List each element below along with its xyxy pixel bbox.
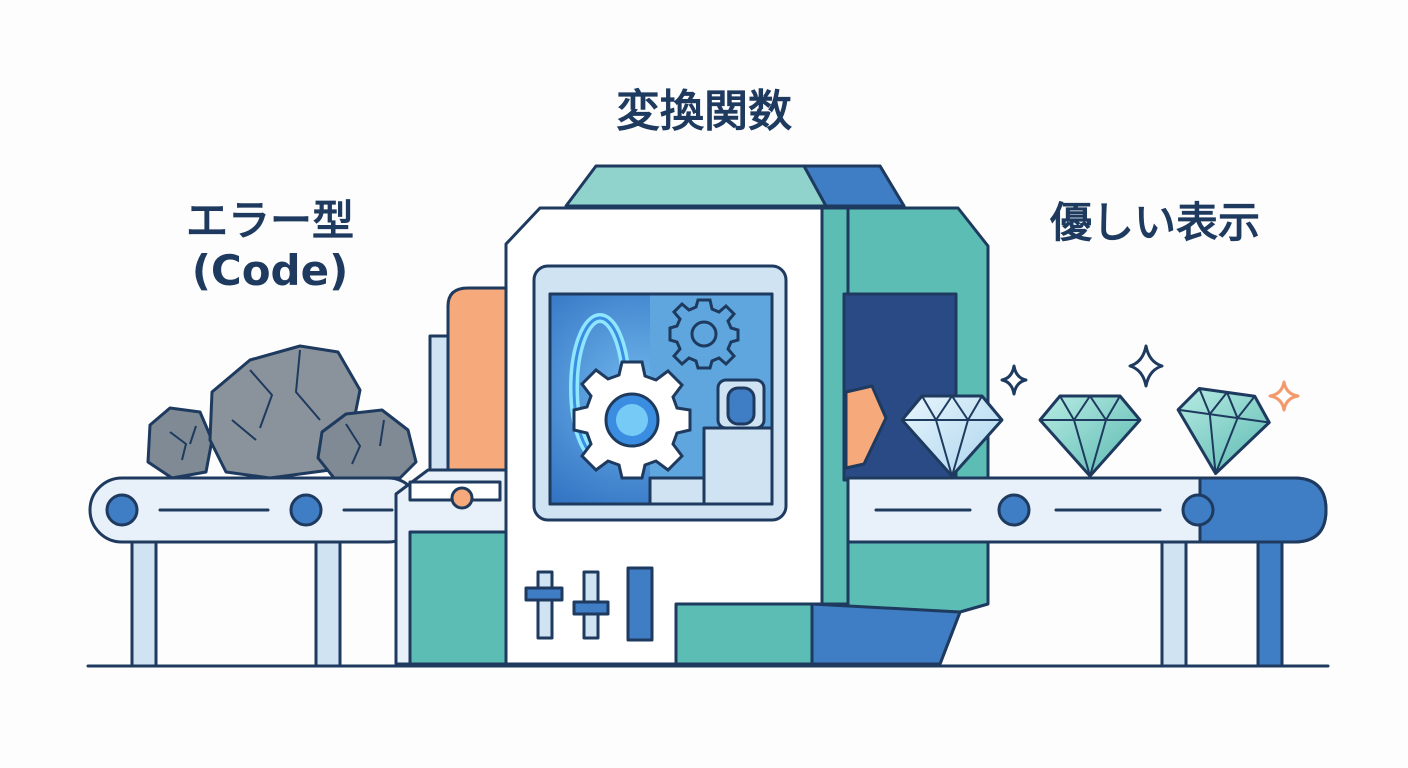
friendly-display-label: 優しい表示 bbox=[1049, 198, 1260, 247]
transform-function-title: 変換関数 bbox=[616, 86, 792, 137]
rock-icon bbox=[146, 406, 214, 480]
sparkle-icon bbox=[1128, 344, 1164, 388]
sparkle-icon bbox=[1268, 380, 1300, 412]
input-conveyor bbox=[88, 476, 422, 668]
gear-icon bbox=[668, 298, 740, 370]
diamond-icon bbox=[900, 394, 1004, 478]
diamond-icon bbox=[1038, 394, 1142, 478]
rock-icon bbox=[316, 408, 418, 480]
error-type-label: エラー型 (Code) bbox=[120, 196, 420, 295]
diamond-icon bbox=[1176, 386, 1271, 476]
error-type-label-line1: エラー型 bbox=[185, 196, 354, 245]
converter-machine bbox=[394, 164, 990, 666]
error-type-label-line2: (Code) bbox=[191, 245, 349, 295]
gear-icon bbox=[572, 360, 692, 480]
output-conveyor bbox=[846, 476, 1328, 668]
sparkle-icon bbox=[1000, 364, 1028, 396]
